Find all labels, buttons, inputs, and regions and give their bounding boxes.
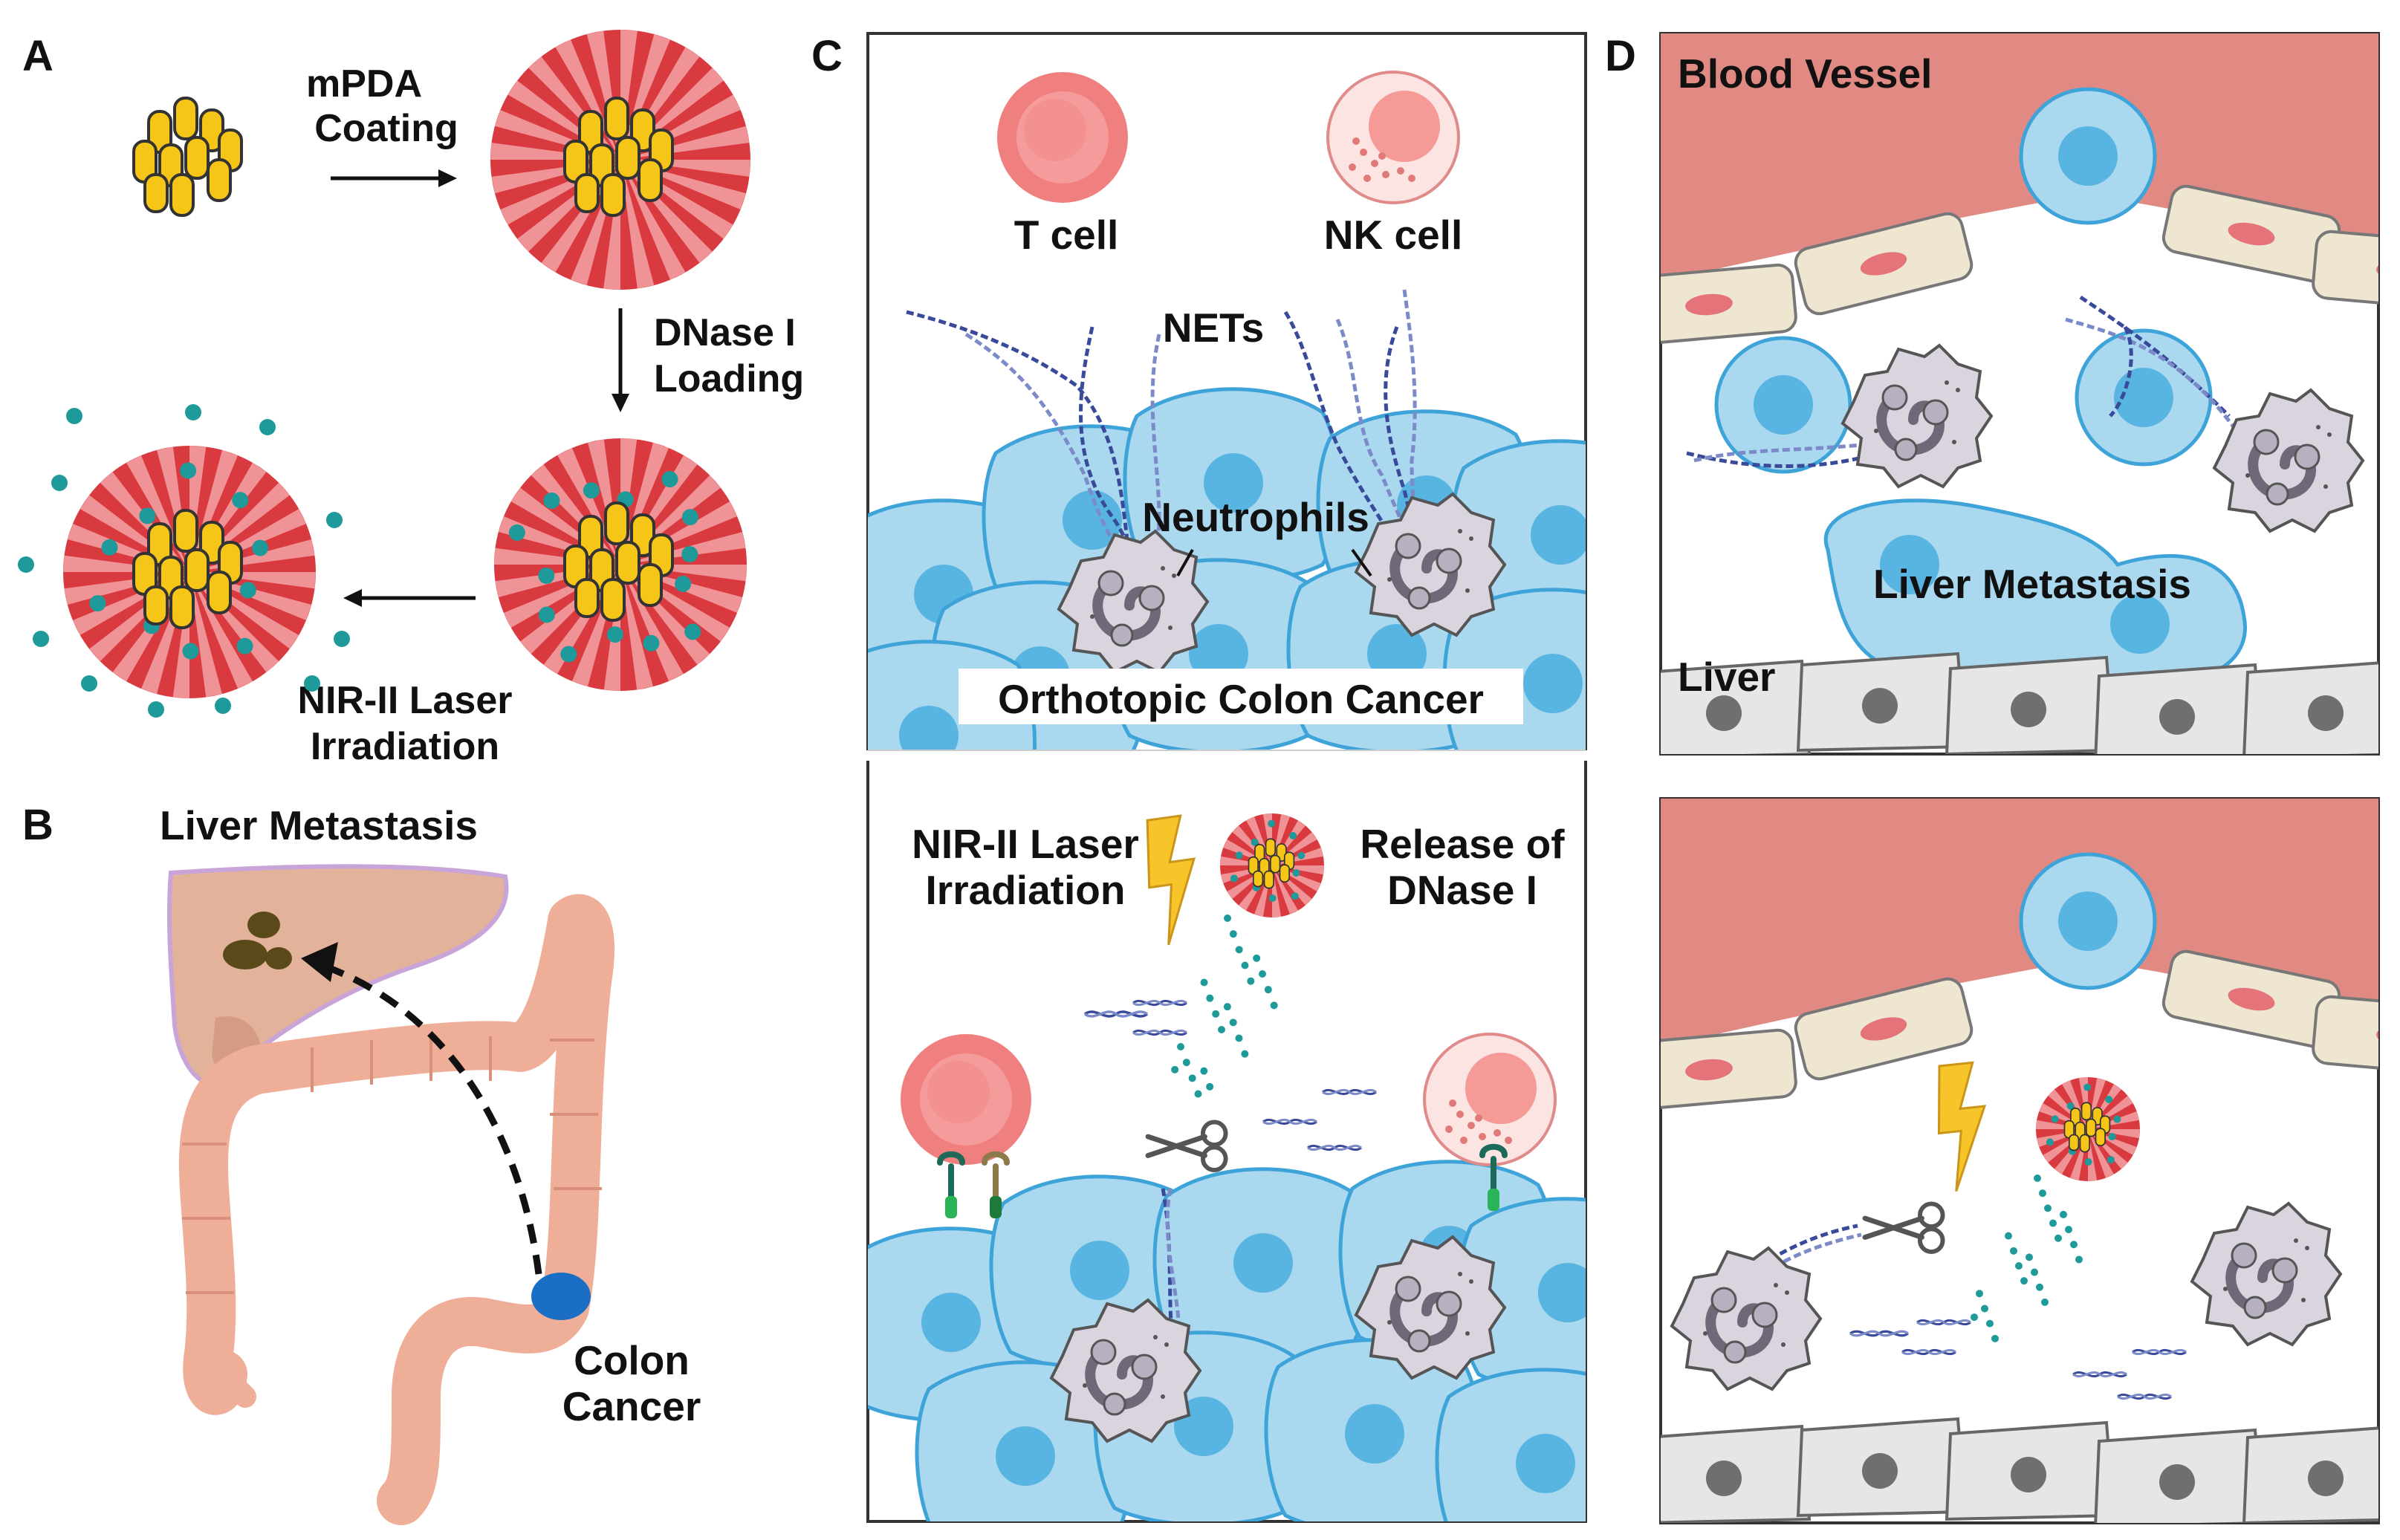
mpda-arrow (331, 169, 457, 187)
panel-label-c: C (811, 32, 843, 80)
dnase-loaded-particle (494, 438, 747, 691)
dnase-dots (18, 404, 350, 718)
mpda-coated-particle (490, 30, 750, 290)
nanoparticle-d (2036, 1077, 2140, 1181)
panel-label-d: D (1605, 32, 1636, 80)
dnase-dots (2046, 1083, 2121, 1166)
nk-cell-label: NK cell (1324, 212, 1462, 258)
panel-d-bottom (1661, 799, 2378, 1523)
circulating-cell-top (2019, 87, 2157, 225)
panel-c-bottom (843, 1033, 1674, 1540)
blood-vessel-label: Blood Vessel (1678, 51, 1932, 97)
t-cell (997, 72, 1128, 203)
nanoparticle-c (1220, 813, 1324, 917)
liver-metastasis-label-d: Liver Metastasis (1873, 561, 2191, 607)
liver-cells-bottom (1661, 1417, 2378, 1523)
colon-organ (178, 894, 614, 1525)
colon-texture (182, 1036, 602, 1294)
released-dnase-spray (1171, 914, 1278, 1098)
t-cell-label: T cell (1014, 212, 1119, 258)
nk-cell (1326, 71, 1460, 204)
panel-label-a: A (22, 32, 53, 80)
panel-d-top (1661, 33, 2378, 754)
receptors (937, 1143, 1508, 1218)
core-particle (132, 97, 243, 217)
dnase-dots (508, 471, 701, 663)
liver-label: Liver (1678, 654, 1775, 700)
panel-c-divider (866, 750, 1587, 761)
circulating-cell-bottom (2019, 852, 2157, 990)
released-dnase-spray (1971, 1175, 2083, 1342)
released-particle (18, 404, 350, 718)
colon-cancer-spot (531, 1273, 591, 1320)
liver-metastasis-title: Liver Metastasis (160, 802, 478, 848)
neutrophil-pointers (1176, 548, 1372, 577)
metastasis-arrow (301, 942, 542, 1275)
site-label-bg (959, 669, 1523, 724)
t-cell-bottom (901, 1034, 1031, 1165)
tumor-cells-d (1714, 328, 2213, 474)
panel-c-top (820, 71, 1667, 834)
nets-label: NETs (1163, 305, 1265, 351)
irradiation-arrow (343, 589, 476, 607)
panel-label-b: B (22, 801, 53, 849)
orthotopic-colon-cancer-label: Orthotopic Colon Cancer (998, 676, 1484, 722)
loading-arrow (612, 308, 629, 412)
neutrophils-label: Neutrophils (1142, 494, 1369, 540)
